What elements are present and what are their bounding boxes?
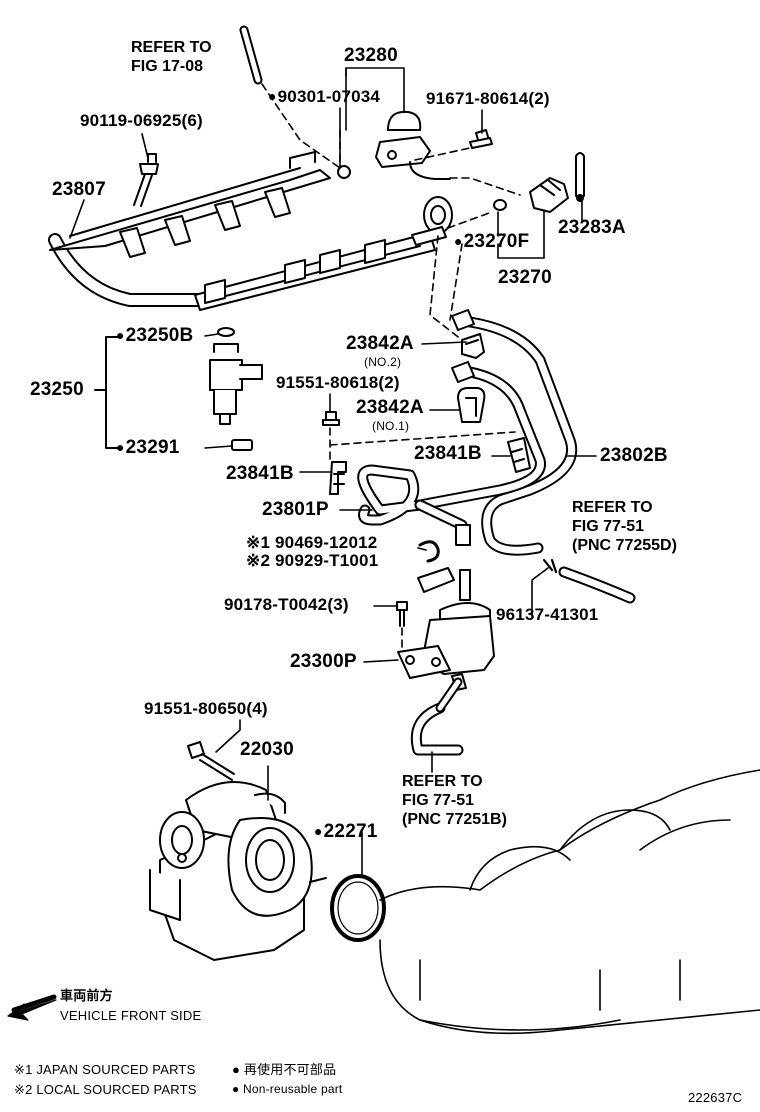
part-label-96137-41301[interactable]: 96137-41301 bbox=[496, 605, 599, 624]
refer-line: FIG 77-51 bbox=[572, 518, 645, 535]
refer-line: (PNC 77251B) bbox=[402, 811, 507, 828]
vehicle-front-arrow-icon bbox=[7, 994, 57, 1021]
refer-line: REFER TO bbox=[402, 773, 483, 790]
part-label-91551-80650[interactable]: 91551-80650(4) bbox=[144, 699, 268, 718]
part-label-91551-80618[interactable]: 91551-80618(2) bbox=[276, 373, 400, 392]
fuel-delivery-pipe-23807 bbox=[48, 151, 453, 311]
part-label-23841B-right[interactable]: 23841B bbox=[414, 443, 482, 464]
part-label-90929-T1001[interactable]: ※2 90929-T1001 bbox=[246, 551, 379, 570]
part-label-23250B[interactable]: 23250B bbox=[116, 326, 194, 346]
fuel-tube-23801P bbox=[357, 464, 471, 546]
part-label-23280[interactable]: 23280 bbox=[344, 45, 398, 66]
part-label-23842A-no2[interactable]: 23842A bbox=[346, 333, 414, 354]
part-label-23807[interactable]: 23807 bbox=[52, 179, 106, 200]
fuel-injector-23250 bbox=[94, 327, 263, 451]
part-label-91671-80614[interactable]: 91671-80614(2) bbox=[426, 89, 550, 108]
clamp-23842A-no2 bbox=[461, 333, 485, 359]
part-label-90178-T0042[interactable]: 90178-T0042(3) bbox=[224, 595, 349, 614]
part-label-23291[interactable]: 23291 bbox=[116, 438, 180, 458]
part-sublabel-no1: (NO.1) bbox=[372, 419, 410, 433]
pulsation-damper-23270 bbox=[493, 177, 569, 213]
bolt-91671-80614 bbox=[469, 129, 493, 149]
part-sublabel-no2: (NO.2) bbox=[364, 355, 402, 369]
assembly-lines-mid bbox=[329, 427, 516, 463]
bolt-91551-80618 bbox=[322, 411, 340, 426]
bracket-23841B-right bbox=[507, 437, 531, 473]
refer-line: REFER TO bbox=[572, 499, 653, 516]
fig-77-51-hose-b bbox=[410, 677, 464, 756]
clip-90469 bbox=[418, 540, 440, 563]
figure-code: 222637C bbox=[688, 1090, 743, 1105]
clamp-23842A-no1 bbox=[457, 387, 486, 423]
bolt-90178-T0042 bbox=[396, 601, 408, 627]
part-label-90301-07034[interactable]: 90301-07034 bbox=[268, 88, 380, 106]
refer-line: REFER TO bbox=[131, 39, 212, 56]
part-label-23250[interactable]: 23250 bbox=[30, 379, 84, 400]
part-label-90469-12012[interactable]: ※1 90469-12012 bbox=[246, 533, 378, 552]
canister-23300P bbox=[397, 567, 495, 691]
legend-non-reusable-jp: ● 再使用不可部品 bbox=[232, 1062, 337, 1077]
intake-manifold-background bbox=[379, 769, 760, 1035]
refer-fig-17-08: REFER TO FIG 17-08 bbox=[131, 38, 212, 76]
vehicle-front-en: VEHICLE FRONT SIDE bbox=[60, 1008, 202, 1023]
part-label-23300P[interactable]: 23300P bbox=[290, 651, 357, 672]
bracket-23841B-left bbox=[329, 461, 347, 495]
legend-non-reusable-en: ● Non-reusable part bbox=[232, 1082, 343, 1096]
part-label-23283A[interactable]: 23283A bbox=[558, 217, 626, 238]
part-label-22030[interactable]: 22030 bbox=[240, 739, 294, 760]
fuel-tube-23802B bbox=[414, 309, 577, 556]
clip-96137-41301 bbox=[542, 558, 558, 574]
gasket-22271 bbox=[330, 874, 386, 942]
bolt-91551-80650 bbox=[187, 741, 235, 781]
refer-line: (PNC 77255D) bbox=[572, 537, 677, 554]
refer-line: FIG 17-08 bbox=[131, 58, 204, 75]
refer-fig-77-51-pnc-77251b: REFER TO FIG 77-51 (PNC 77251B) bbox=[402, 772, 507, 829]
part-label-23802B[interactable]: 23802B bbox=[600, 445, 668, 466]
refer-line: FIG 77-51 bbox=[402, 792, 475, 809]
part-label-90119-06925[interactable]: 90119-06925(6) bbox=[80, 111, 203, 130]
legend-japan-sourced: ※1 JAPAN SOURCED PARTS bbox=[14, 1062, 196, 1077]
pressure-regulator-23280 bbox=[337, 110, 451, 180]
vehicle-front-jp: 車両前方 bbox=[60, 988, 113, 1003]
fig-77-51-hose-a bbox=[558, 566, 636, 604]
leader-lines bbox=[69, 67, 597, 877]
part-label-23270[interactable]: 23270 bbox=[498, 267, 552, 288]
fig-17-08-pipe bbox=[239, 25, 263, 85]
part-label-23801P[interactable]: 23801P bbox=[262, 499, 329, 520]
part-label-23270F[interactable]: 23270F bbox=[454, 232, 529, 252]
part-label-22271[interactable]: 22271 bbox=[314, 822, 378, 842]
clip-23283A bbox=[575, 152, 585, 202]
legend-local-sourced: ※2 LOCAL SOURCED PARTS bbox=[14, 1082, 197, 1097]
part-label-23842A-no1[interactable]: 23842A bbox=[356, 397, 424, 418]
part-label-23841B-left[interactable]: 23841B bbox=[226, 463, 294, 484]
refer-fig-77-51-pnc-77255d: REFER TO FIG 77-51 (PNC 77255D) bbox=[572, 498, 677, 555]
bolt-90119-06925 bbox=[133, 153, 159, 207]
throttle-body-22030 bbox=[149, 781, 327, 961]
